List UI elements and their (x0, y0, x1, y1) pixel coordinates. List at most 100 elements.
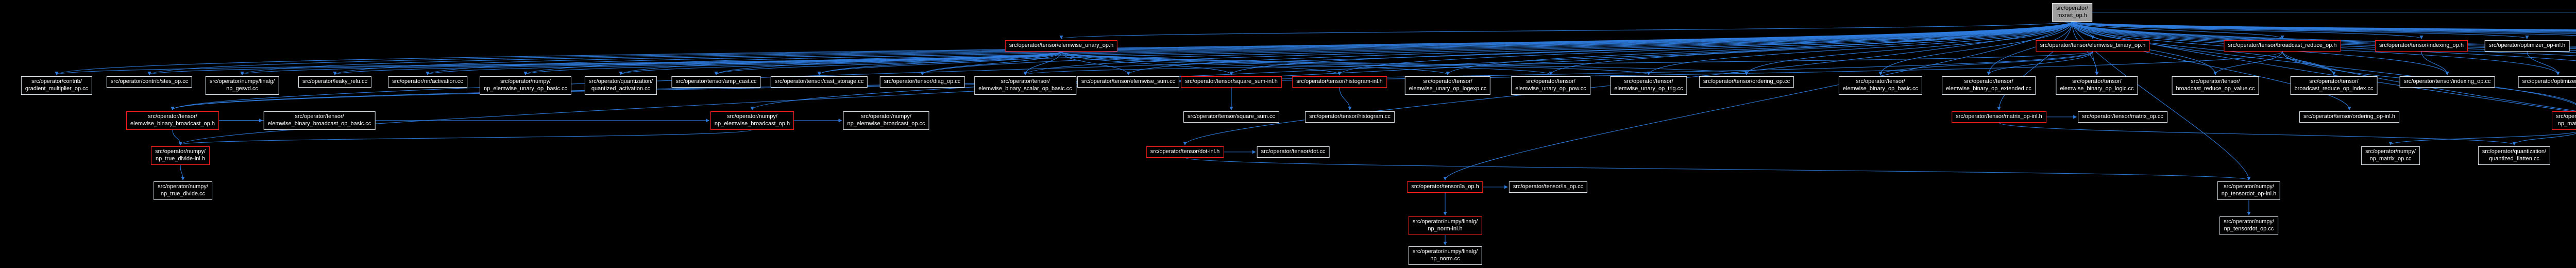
graph-edge (1023, 51, 1062, 76)
graph-node[interactable]: src/operator/tensor/ elemwise_binary_bro… (126, 111, 219, 130)
graph-edge (2388, 131, 2576, 146)
graph-edge (1443, 21, 2073, 181)
graph-node[interactable]: src/operator/tensor/amp_cast.cc (671, 76, 761, 88)
graph-edge (714, 21, 2073, 76)
graph-edge (2213, 51, 2283, 76)
graph-edge (1337, 21, 2073, 76)
graph-node[interactable]: src/operator/leaky_relu.cc (298, 76, 371, 88)
graph-node[interactable]: src/operator/tensor/ elemwise_unary_op_t… (1610, 76, 1687, 95)
graph-edge (147, 51, 1062, 76)
graph-node[interactable]: src/operator/numpy/ np_elemwise_unary_op… (479, 76, 572, 95)
graph-node[interactable]: src/operator/tensor/ elemwise_binary_bro… (263, 111, 376, 130)
graph-node[interactable]: src/operator/numpy/ np_true_divide.cc (154, 181, 212, 200)
graph-node[interactable]: src/operator/tensor/elemwise_binary_op.h (2036, 40, 2150, 52)
graph-edge (178, 129, 753, 146)
graph-edge (171, 21, 2073, 111)
graph-node[interactable]: src/operator/tensor/elemwise_unary_op.h (1005, 40, 1118, 52)
graph-node[interactable]: src/operator/tensor/matrix_op-inl.h (1952, 111, 2046, 123)
graph-edge (2527, 51, 2560, 76)
graph-node[interactable]: src/operator/numpy/linalg/ np_gesvd.cc (205, 76, 279, 95)
graph-node[interactable]: src/operator/tensor/ elemwise_binary_op_… (1838, 76, 1923, 95)
graph-edge (2072, 21, 2576, 32)
graph-edge (2072, 21, 2576, 105)
graph-edge (1878, 51, 2093, 76)
graph-node[interactable]: src/operator/quantization/ quantized_fla… (2478, 146, 2551, 165)
graph-node[interactable]: src/operator/tensor/ordering_op.cc (1699, 76, 1794, 88)
graph-edge (2072, 21, 2351, 111)
graph-edge (2072, 21, 2529, 40)
graph-node[interactable]: src/operator/contrib/ gradient_multiplie… (21, 76, 93, 95)
graph-node[interactable]: src/operator/numpy/linalg/ np_norm.cc (1408, 246, 1482, 265)
graph-node[interactable]: src/operator/tensor/diag_op.cc (879, 76, 965, 88)
graph-node[interactable]: src/operator/tensor/histogram.cc (1305, 111, 1395, 123)
graph-edge (2072, 21, 2576, 34)
graph-edge (2512, 133, 2576, 146)
graph-edge (1647, 21, 2073, 76)
graph-node[interactable]: src/operator/tensor/ elemwise_unary_op_p… (1511, 76, 1590, 95)
graph-edge (750, 21, 2073, 111)
graph-node[interactable]: src/operator/numpy/ np_tensordot_op.cc (2219, 216, 2278, 235)
graph-node[interactable]: src/operator/tensor/ broadcast_reduce_op… (2290, 76, 2378, 95)
graph-node[interactable]: src/operator/numpy/linalg/ np_norm-inl.h (1408, 216, 1482, 235)
graph-edge (1061, 51, 1553, 76)
graph-node[interactable]: src/operator/tensor/square_sum.cc (1183, 111, 1279, 123)
graph-node[interactable]: src/operator/numpy/ np_elemwise_broadcas… (710, 111, 794, 130)
graph-edge (172, 129, 182, 146)
graph-node[interactable]: src/operator/tensor/dot-inl.h (1146, 146, 1224, 158)
graph-edge (1998, 122, 2516, 146)
graph-edge (2072, 21, 2576, 30)
graph-node[interactable]: src/operator/tensor/matrix_op.cc (2078, 111, 2167, 123)
graph-edge (2072, 21, 2284, 40)
graph-node[interactable]: src/operator/optimizer_op.cc (2518, 76, 2576, 88)
graph-node[interactable]: src/operator/tensor/histogram-inl.h (1292, 76, 1387, 88)
graph-node[interactable]: src/operator/quantization/ quantized_act… (584, 76, 657, 95)
graph-node[interactable]: src/operator/tensor/dot.cc (1257, 146, 1330, 158)
graph-node[interactable]: src/operator/tensor/elemwise_sum.cc (1077, 76, 1180, 88)
graph-node[interactable]: src/operator/nn/activation.cc (388, 76, 467, 88)
graph-node[interactable]: src/operator/tensor/la_op.h (1407, 181, 1483, 193)
graph-node[interactable]: src/operator/numpy/ np_true_divide-inl.h (151, 146, 210, 165)
graph-node[interactable]: src/operator/tensor/indexing_op.cc (2399, 76, 2495, 88)
graph-node[interactable]: src/operator/tensor/cast_storage.cc (770, 76, 868, 88)
graph-edge (2092, 51, 2099, 76)
graph-edge (2072, 21, 2576, 30)
graph-node[interactable]: src/operator/tensor/ordering_op-inl.h (2299, 111, 2399, 123)
graph-node[interactable]: src/operator/contrib/stes_op.cc (106, 76, 193, 88)
graph-edge (240, 21, 2073, 76)
graph-edge (2072, 21, 2576, 36)
graph-node[interactable]: src/operator/tensor/square_sum-inl.h (1181, 76, 1282, 88)
graph-edge (1061, 51, 1130, 76)
graph-node[interactable]: src/operator/tensor/ elemwise_binary_op_… (1942, 76, 2036, 95)
graph-edge (1997, 21, 2073, 111)
graph-edge (333, 51, 1062, 76)
graph-edge (1744, 21, 2073, 76)
graph-node[interactable]: src/operator/numpy/ np_tensordot_op-inl.… (2217, 181, 2281, 200)
graph-node[interactable]: src/operator/optimizer_op-inl.h (2484, 40, 2570, 52)
graph-edge (920, 51, 1062, 76)
graph-node[interactable]: src/operator/numpy/ np_matrix_op-inl.h (2552, 111, 2576, 130)
graph-edge (523, 21, 2073, 76)
graph-node[interactable]: src/operator/numpy/ np_elemwise_broadcas… (843, 111, 929, 130)
graph-node[interactable]: src/operator/tensor/ broadcast_reduce_op… (2172, 76, 2259, 95)
graph-edge (2282, 51, 2336, 76)
graph-root-node[interactable]: src/operator/ mxnet_op.h (2052, 3, 2092, 22)
graph-node[interactable]: src/operator/numpy/ np_matrix_op.cc (2361, 146, 2420, 165)
graph-edge (1061, 51, 1233, 76)
graph-edge (1339, 87, 1352, 111)
graph-node[interactable]: src/operator/tensor/ elemwise_binary_sca… (974, 76, 1076, 95)
graph-edge (619, 51, 1062, 76)
graph-node[interactable]: src/operator/tensor/indexing_op.h (2375, 40, 2468, 52)
graph-node[interactable]: src/operator/tensor/la_op.cc (1509, 181, 1588, 193)
graph-edge (619, 21, 2073, 76)
graph-edge (1549, 21, 2073, 76)
graph-edge (1023, 21, 2073, 76)
graph-node[interactable]: src/operator/tensor/ elemwise_unary_op_l… (1404, 76, 1491, 95)
graph-edge (426, 51, 1062, 76)
graph-edge (2072, 21, 2576, 31)
graph-node[interactable]: src/operator/tensor/broadcast_reduce_op.… (2224, 40, 2341, 52)
graph-edge (817, 51, 1062, 76)
graph-edge (2072, 21, 2576, 31)
graph-edge (1987, 51, 2093, 76)
graph-node[interactable]: src/operator/tensor/ elemwise_binary_op_… (2056, 76, 2138, 95)
